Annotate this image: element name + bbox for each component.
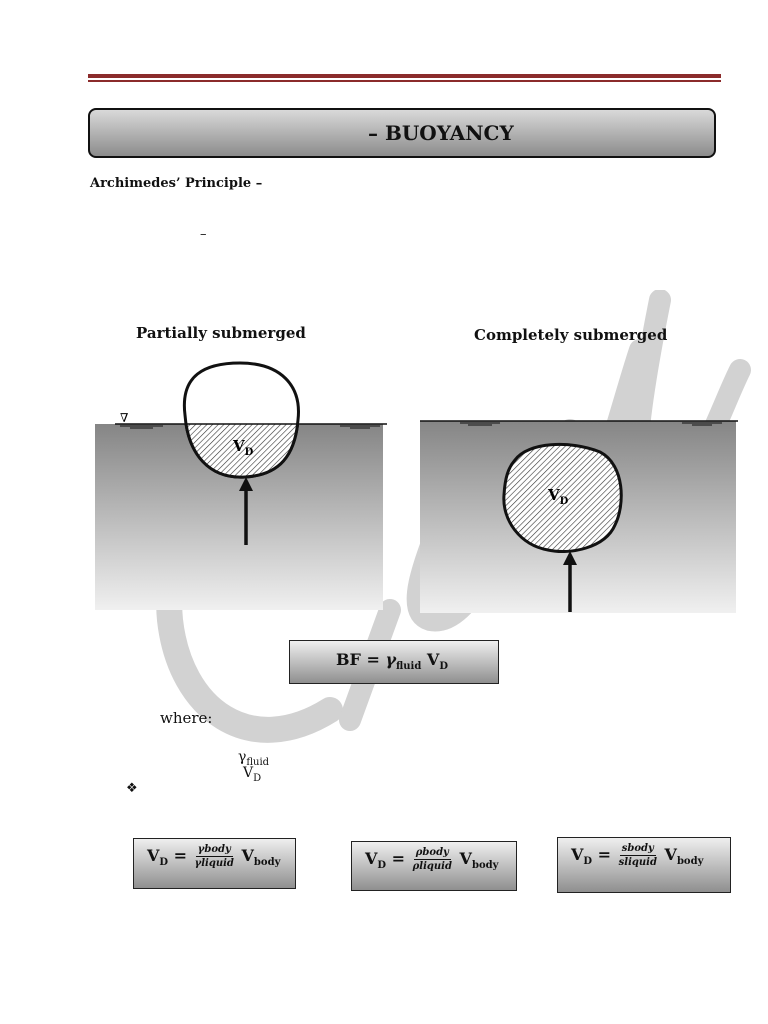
formula-box-density (351, 841, 517, 891)
header-rule-thick (88, 74, 721, 78)
free-surface-symbol-left: ∇ (120, 411, 128, 425)
where-label: where: (160, 709, 213, 727)
title-box (88, 108, 716, 158)
vd-label-right: VD (547, 486, 569, 507)
where-vd: VD (243, 765, 262, 784)
dash-text: – (200, 227, 207, 242)
caption-partially-submerged: Partially submerged (136, 324, 306, 342)
completely-submerged-diagram: VD (420, 420, 738, 612)
buoyant-force-formula: BF = γfluid VD (336, 650, 449, 673)
section-heading: Archimedes’ Principle – (90, 176, 263, 191)
formula-box-specific-weight (133, 838, 296, 889)
formula-box-specific-gravity (557, 837, 731, 893)
buoyant-force-formula-box (289, 640, 499, 684)
watermark-text: CiViL (110, 749, 113, 751)
where-gamma-fluid: γfluid (238, 749, 270, 768)
bullet-icon: ❖ (126, 781, 138, 796)
caption-completely-submerged: Completely submerged (474, 326, 668, 344)
partially-submerged-diagram: ∇ VD (115, 361, 387, 545)
page-title: – BUOYANCY (368, 121, 514, 145)
header-rule-thin (88, 80, 721, 82)
vd-label-left: VD (232, 437, 254, 458)
